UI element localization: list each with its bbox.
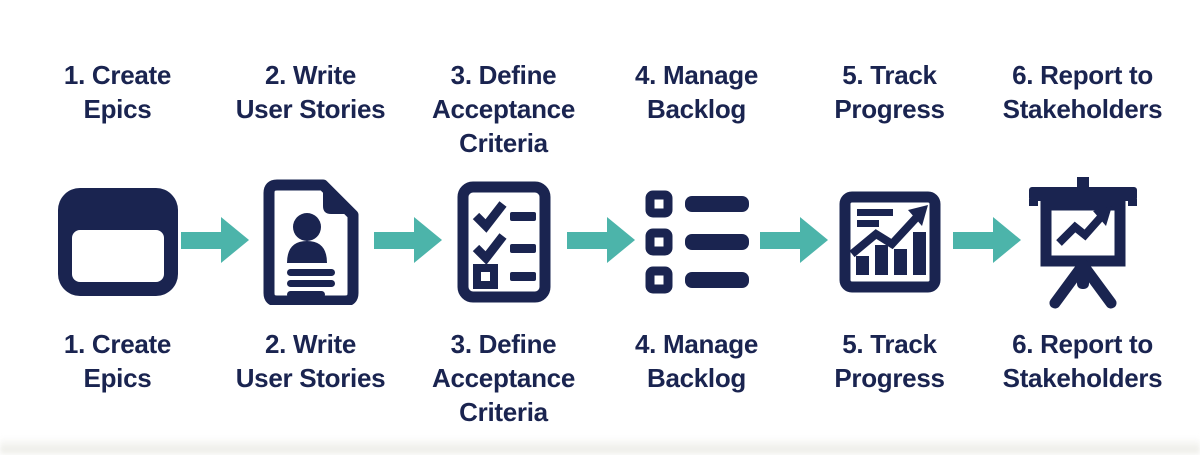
- step-label-bottom: 4. Manage Backlog: [634, 329, 758, 393]
- step-5-track-progress: 5. Track Progress 5. Track Progress: [793, 0, 986, 429]
- step-label-top: 3. Define Acceptance Criteria: [432, 60, 575, 158]
- step-label-bottom: 2. Write User Stories: [235, 329, 386, 393]
- step-label-bottom: 1. Create Epics: [63, 329, 172, 393]
- epic-card-icon: [56, 178, 180, 305]
- arrow-right-icon: [181, 217, 249, 263]
- step-label-top: 4. Manage Backlog: [634, 60, 758, 124]
- step-label-bottom: 3. Define Acceptance Criteria: [432, 329, 575, 427]
- step-1-create-epics: 1. Create Epics 1. Create Epics: [21, 0, 214, 429]
- arrow-right-icon: [374, 217, 442, 263]
- steps-row: 1. Create Epics 1. Create Epics 2. Write…: [21, 0, 1179, 429]
- arrow-head: [993, 217, 1021, 263]
- faded-bottom-strip: [0, 437, 1200, 455]
- arrow-shaft: [953, 231, 993, 249]
- arrow-right-icon: [567, 217, 635, 263]
- user-story-document-icon: [261, 178, 361, 305]
- step-label-bottom: 5. Track Progress: [834, 329, 945, 393]
- arrow-head: [221, 217, 249, 263]
- arrow-shaft: [760, 231, 800, 249]
- step-label-top: 6. Report to Stakeholders: [1002, 60, 1163, 124]
- arrow-shaft: [181, 231, 221, 249]
- step-2-write-user-stories: 2. Write User Stories 2. Write User Stor…: [214, 0, 407, 429]
- backlog-list-icon: [641, 178, 753, 305]
- step-6-report-to-stakeholders: 6. Report to Stakeholders 6. Report to S…: [986, 0, 1179, 429]
- arrow-shaft: [374, 231, 414, 249]
- progress-chart-icon: [838, 178, 942, 305]
- arrow-head: [414, 217, 442, 263]
- step-label-top: 2. Write User Stories: [235, 60, 386, 124]
- step-label-top: 1. Create Epics: [63, 60, 172, 124]
- step-label-top: 5. Track Progress: [834, 60, 945, 124]
- checklist-icon: [456, 178, 552, 305]
- arrow-head: [800, 217, 828, 263]
- arrow-right-icon: [953, 217, 1021, 263]
- presentation-board-icon: [1019, 176, 1147, 308]
- step-3-define-acceptance-criteria: 3. Define Acceptance Criteria 3. Define …: [407, 0, 600, 429]
- arrow-shaft: [567, 231, 607, 249]
- arrow-right-icon: [760, 217, 828, 263]
- arrow-head: [607, 217, 635, 263]
- step-4-manage-backlog: 4. Manage Backlog 4. Manage Backlog: [600, 0, 793, 429]
- step-label-bottom: 6. Report to Stakeholders: [1002, 329, 1163, 393]
